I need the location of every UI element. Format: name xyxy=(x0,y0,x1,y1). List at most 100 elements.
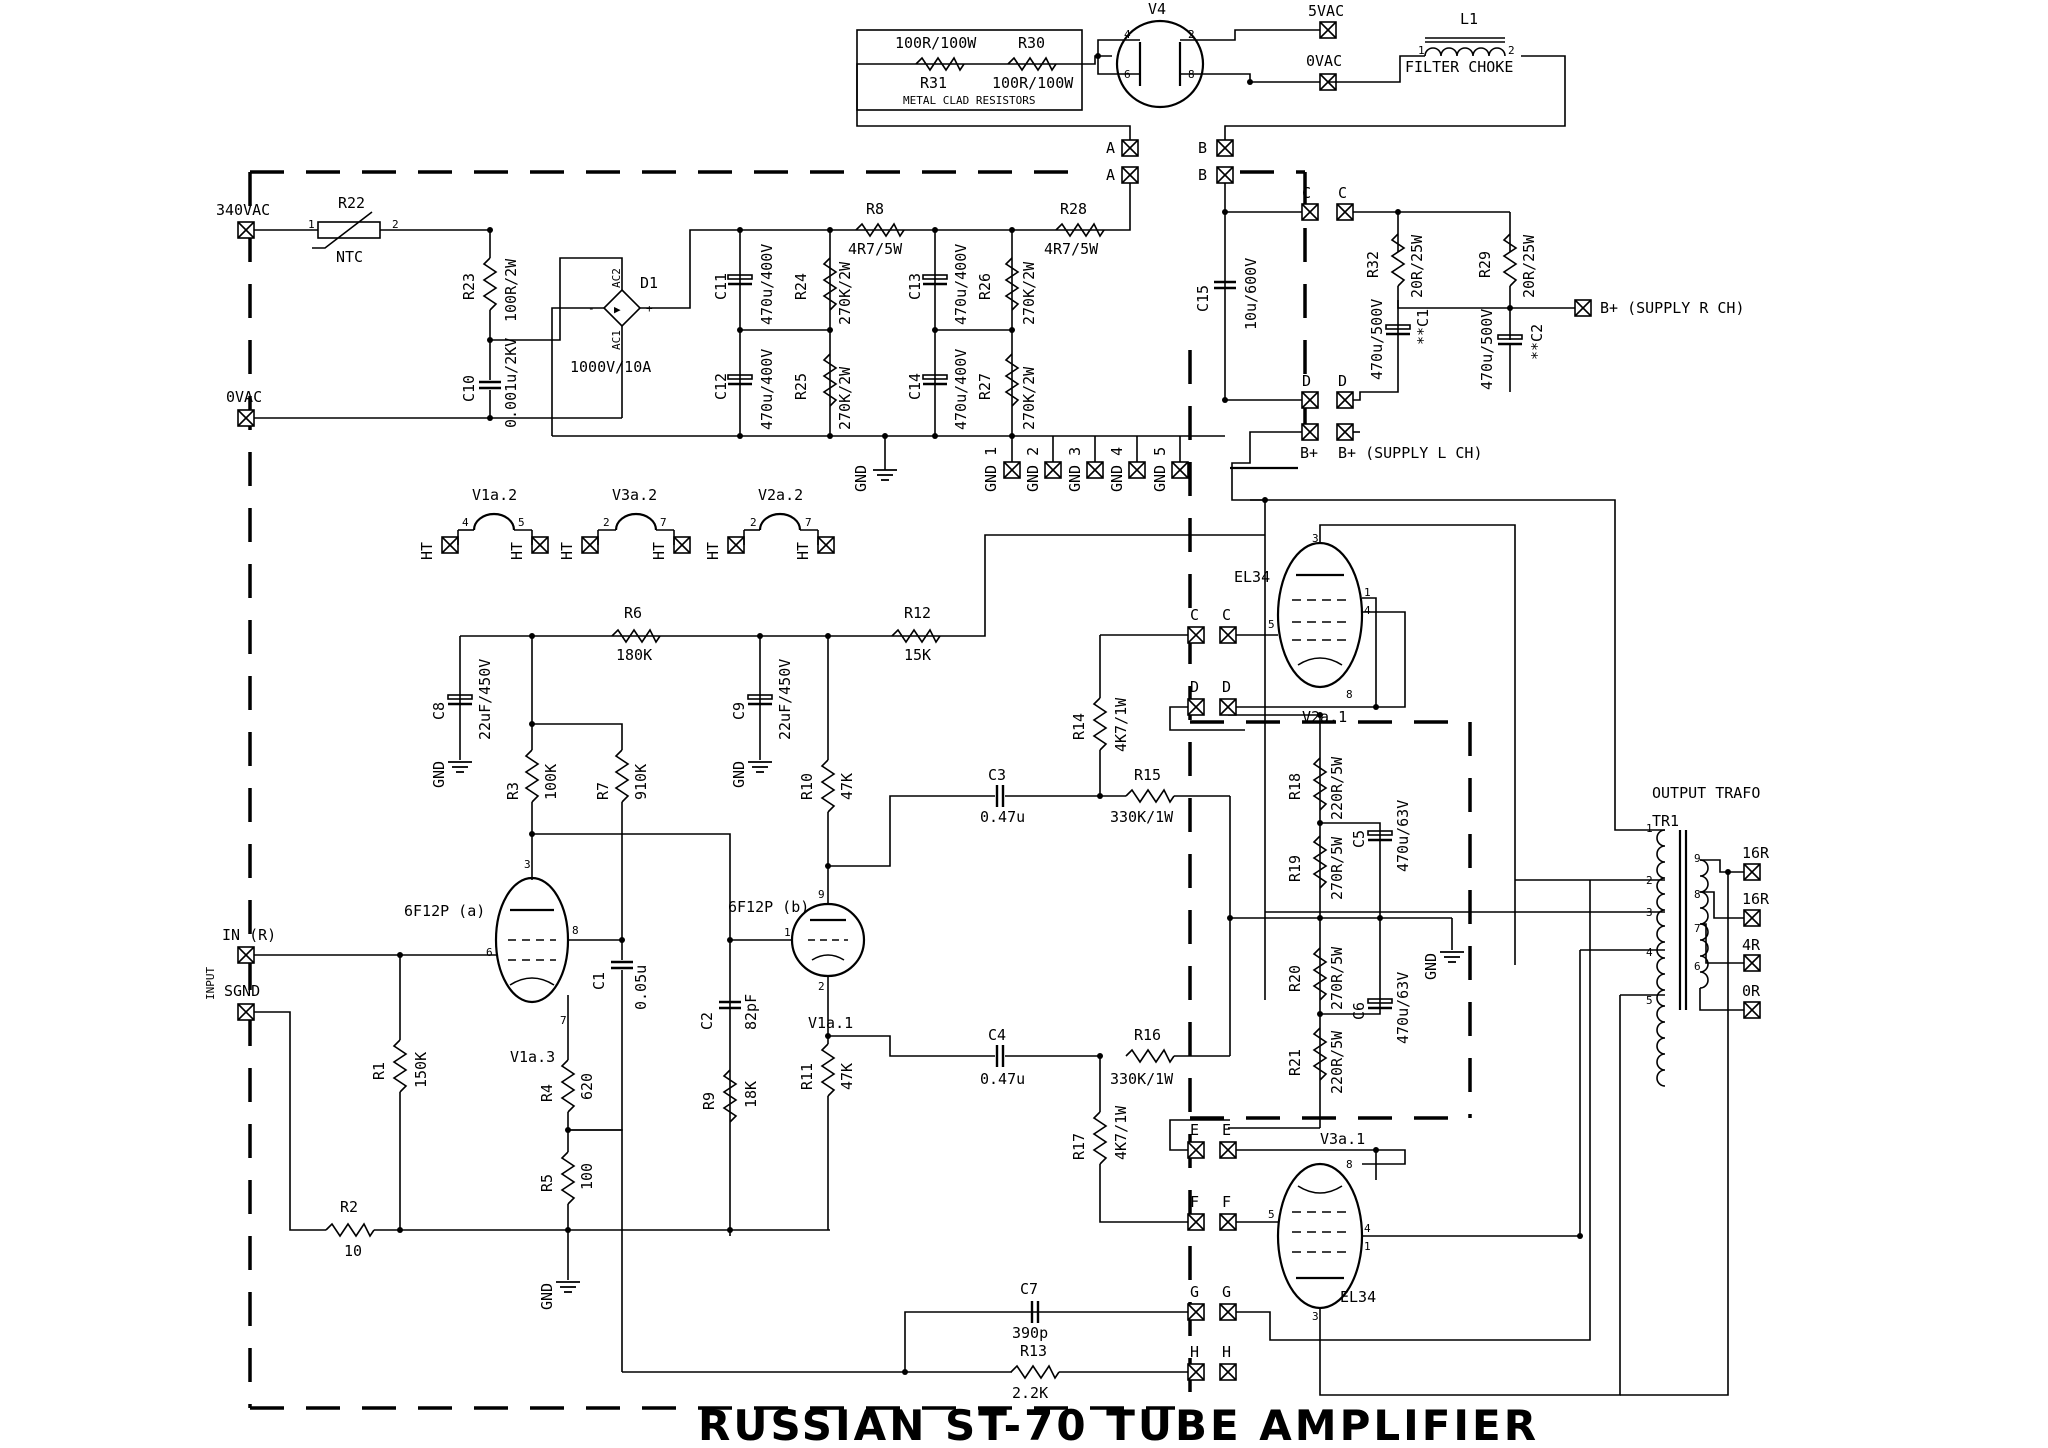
terminal-connector xyxy=(441,536,459,554)
junction-dot xyxy=(827,327,833,333)
svg-text:7: 7 xyxy=(660,516,667,529)
r32-value: 20R/25W xyxy=(1408,234,1426,298)
terminal-5vac xyxy=(1319,21,1337,39)
ht-label-1: HT xyxy=(418,542,436,560)
svg-text:1: 1 xyxy=(784,926,791,939)
el34-bottom-label: EL34 xyxy=(1340,1288,1376,1306)
terminal-connector xyxy=(1574,299,1592,317)
heater-wiring: V1a.2 4 5 HT HT V3a.2 2 7 HT HT V2a.2 2 … xyxy=(418,486,835,560)
svg-text:F: F xyxy=(1222,1193,1231,1211)
svg-text:G: G xyxy=(1190,1283,1199,1301)
v6f12p-b-label: 6F12P (b) xyxy=(728,898,809,916)
r6-value: 180K xyxy=(616,646,652,664)
c6-label: C6 xyxy=(1350,1002,1368,1020)
r1-label: R1 xyxy=(370,1062,388,1080)
terminal-connector xyxy=(1187,698,1205,716)
terminal-connector xyxy=(1121,139,1139,157)
r28-label: R28 xyxy=(1060,200,1087,218)
r25-label: R25 xyxy=(792,373,810,400)
svg-text:▶: ▶ xyxy=(614,303,621,316)
c_l500-value: 470u/500V xyxy=(1478,309,1496,390)
r3-label: R3 xyxy=(504,782,522,800)
terminal-connector xyxy=(1219,626,1237,644)
r26-value: 270K/2W xyxy=(1020,261,1038,325)
tube-6f12p-a: 6F12P (a) V1a.3 3 6 8 7 xyxy=(404,858,579,1066)
r31-label: R31 xyxy=(920,74,947,92)
gnd2-label: GND 2 xyxy=(1024,447,1042,492)
label-input: INPUT xyxy=(204,967,217,1000)
r16-label: R16 xyxy=(1134,1026,1161,1044)
c2-label: C2 xyxy=(698,1012,716,1030)
c12-value: 470u/400V xyxy=(758,349,776,430)
r8-label: R8 xyxy=(866,200,884,218)
c3-label: C3 xyxy=(988,766,1006,784)
resistor-symbol xyxy=(1010,1365,1060,1379)
ground-symbol xyxy=(1439,951,1465,963)
label-bplus-l: B+ (SUPPLY L CH) xyxy=(1338,444,1483,462)
terminal-connector xyxy=(1128,461,1146,479)
svg-text:8: 8 xyxy=(1694,888,1701,901)
r5-label: R5 xyxy=(538,1174,556,1192)
c7-label: C7 xyxy=(1020,1280,1038,1298)
svg-text:8: 8 xyxy=(572,924,579,937)
filter-choke-l1: L1 FILTER CHOKE 1 2 xyxy=(1405,10,1515,76)
r24-value: 270K/2W xyxy=(836,261,854,325)
l1-pin2: 2 xyxy=(1508,44,1515,57)
gnd5-label: GND 5 xyxy=(1151,447,1169,492)
label-sgnd: SGND xyxy=(224,982,260,1000)
c_r500-value: 470u/500V xyxy=(1368,299,1386,380)
resistor-symbol xyxy=(615,749,629,803)
c1-value: 0.05u xyxy=(632,965,650,1010)
label-d-ps2: D xyxy=(1338,372,1347,390)
v2a1-label: V2a.1 xyxy=(1302,708,1347,726)
svg-text:D: D xyxy=(1222,678,1231,696)
r12-label: R12 xyxy=(904,604,931,622)
svg-text:H: H xyxy=(1222,1343,1231,1361)
ht-label-3: HT xyxy=(558,542,576,560)
d1-label: D1 xyxy=(640,274,658,292)
junction-dot xyxy=(1009,227,1015,233)
svg-text:C: C xyxy=(1222,606,1231,624)
bridge-rectifier-d1: ▶ D1 1000V/10A AC2 AC1 - + xyxy=(570,268,658,376)
terminal-sgnd xyxy=(237,1003,255,1021)
c4-value: 0.47u xyxy=(980,1070,1025,1088)
label-0vac-top: 0VAC xyxy=(1306,52,1342,70)
ground-symbol xyxy=(447,761,473,773)
terminal-connector xyxy=(1187,1303,1205,1321)
svg-text:E: E xyxy=(1190,1121,1199,1139)
terminal-connector xyxy=(1219,1213,1237,1231)
tr1-label: TR1 xyxy=(1652,812,1679,830)
svg-text:3: 3 xyxy=(524,858,531,871)
el34-top-label: EL34 xyxy=(1234,568,1270,586)
terminal-340vac xyxy=(237,221,255,239)
v4-pin8: 8 xyxy=(1188,68,1195,81)
c12-label: C12 xyxy=(712,373,730,400)
svg-text:5: 5 xyxy=(518,516,525,529)
r12-value: 15K xyxy=(904,646,931,664)
r23-label: R23 xyxy=(460,273,478,300)
r25-value: 270K/2W xyxy=(836,366,854,430)
r11-label: R11 xyxy=(798,1063,816,1090)
v4-pin4: 4 xyxy=(1124,28,1131,41)
resistor-symbol xyxy=(821,759,835,813)
terminal-connector xyxy=(727,536,745,554)
junction-dot xyxy=(737,433,743,439)
r5-value: 100 xyxy=(578,1163,596,1190)
terminal-connector xyxy=(1336,203,1354,221)
c14-label: C14 xyxy=(906,373,924,400)
label-in-r: IN (R) xyxy=(222,926,276,944)
terminal-connector xyxy=(531,536,549,554)
r9-value: 18K xyxy=(742,1081,760,1108)
r29-value: 20R/25W xyxy=(1520,234,1538,298)
svg-text:7: 7 xyxy=(560,1014,567,1027)
ntc-label: NTC xyxy=(336,248,363,266)
c15-label: C15 xyxy=(1194,285,1212,312)
svg-text:5: 5 xyxy=(1646,994,1653,1007)
terminal-connector xyxy=(817,536,835,554)
gnd4-label: GND 4 xyxy=(1108,447,1126,492)
svg-text:1: 1 xyxy=(1646,822,1653,835)
c11-label: C11 xyxy=(712,273,730,300)
output-terminals: C C D D E E F F G G H H xyxy=(1187,606,1237,1381)
c1-label: C1 xyxy=(590,972,608,990)
